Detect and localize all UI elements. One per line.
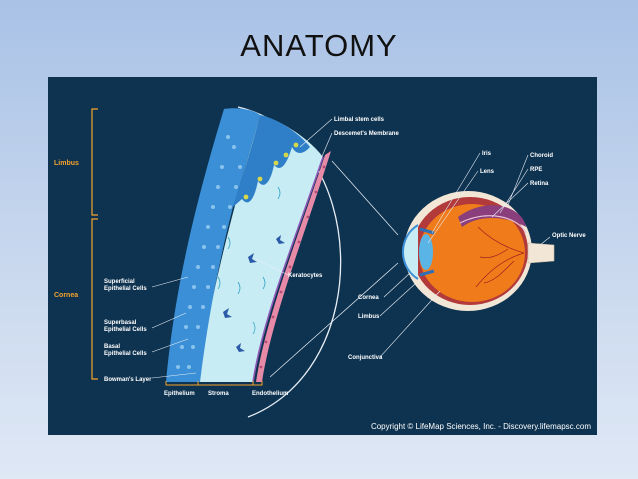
cornea-eye-label: Cornea	[358, 295, 379, 301]
superbasal-label-1: Superbasal	[104, 320, 137, 326]
zoom-line-bottom	[269, 262, 399, 378]
epithelium-label: Epithelium	[164, 391, 195, 397]
endothelium-label: Endothelium	[252, 391, 288, 397]
optic-nerve-label: Optic Nerve	[552, 233, 586, 239]
basal-label-1: Basal	[104, 344, 120, 350]
limbus-eye-label: Limbus	[358, 314, 380, 320]
iris-shape	[419, 227, 435, 277]
cornea-bracket	[91, 218, 98, 380]
endothelial-cells	[259, 165, 326, 369]
lens-shape	[419, 234, 433, 270]
limbal-crypts	[233, 115, 310, 207]
superficial-label-1: Superficial	[104, 279, 135, 285]
limbal-stem-label: Limbal stem cells	[334, 117, 385, 123]
stroma-label: Stroma	[208, 391, 229, 397]
superficial-label-2: Epithelial Cells	[104, 286, 147, 292]
copyright-text: Copyright © LifeMap Sciences, Inc. - Dis…	[370, 422, 591, 431]
endothelium-band	[256, 151, 331, 382]
layer-labels: Superficial Epithelial Cells Superbasal …	[104, 279, 152, 383]
anatomy-figure: Limbus Cornea Superficial Epithelial Cel…	[48, 77, 597, 435]
eye-leaders	[379, 152, 551, 358]
descemet-label: Descemet's Membrane	[334, 131, 399, 137]
choroid-label: Choroid	[530, 153, 553, 159]
conjunctiva-label: Conjunctiva	[348, 355, 383, 361]
blood-vessels	[475, 226, 525, 288]
basal-label-2: Epithelial Cells	[104, 351, 147, 357]
bowmans-label: Bowman's Layer	[104, 377, 152, 383]
eyeball	[402, 191, 555, 311]
limbus-label: Limbus	[54, 160, 79, 167]
rpe-label: RPE	[530, 167, 542, 173]
vitreous	[419, 204, 525, 302]
limbus-bracket	[91, 108, 98, 216]
optic-nerve	[527, 242, 555, 264]
limbal-stem-cells	[243, 142, 299, 200]
descemet-membrane	[252, 156, 324, 383]
stroma-band	[198, 115, 323, 382]
descemet-leader	[319, 132, 333, 162]
cornea-shape	[402, 224, 419, 280]
zoom-line-top	[331, 160, 399, 236]
keratocytes-leader	[255, 258, 289, 276]
keratocytes-label: Keratocytes	[288, 273, 323, 279]
endothelium-bracket	[252, 381, 263, 386]
retina-label: Retina	[530, 181, 549, 187]
keratocytes	[223, 235, 285, 352]
slide-title: ANATOMY	[240, 28, 398, 63]
layer-leaders	[151, 276, 197, 379]
superbasal-label-2: Epithelial Cells	[104, 327, 147, 333]
eye-diagram: Limbus Cornea Superficial Epithelial Cel…	[54, 106, 586, 418]
retina-edge	[459, 215, 527, 234]
stroma-fibers	[217, 186, 281, 335]
epithelial-cells	[176, 135, 242, 369]
epithelium-band	[166, 108, 260, 382]
cornea-label: Cornea	[54, 292, 78, 299]
limbal-stem-leader	[299, 118, 333, 148]
lens-label: Lens	[480, 169, 495, 175]
iris-label: Iris	[482, 151, 492, 157]
